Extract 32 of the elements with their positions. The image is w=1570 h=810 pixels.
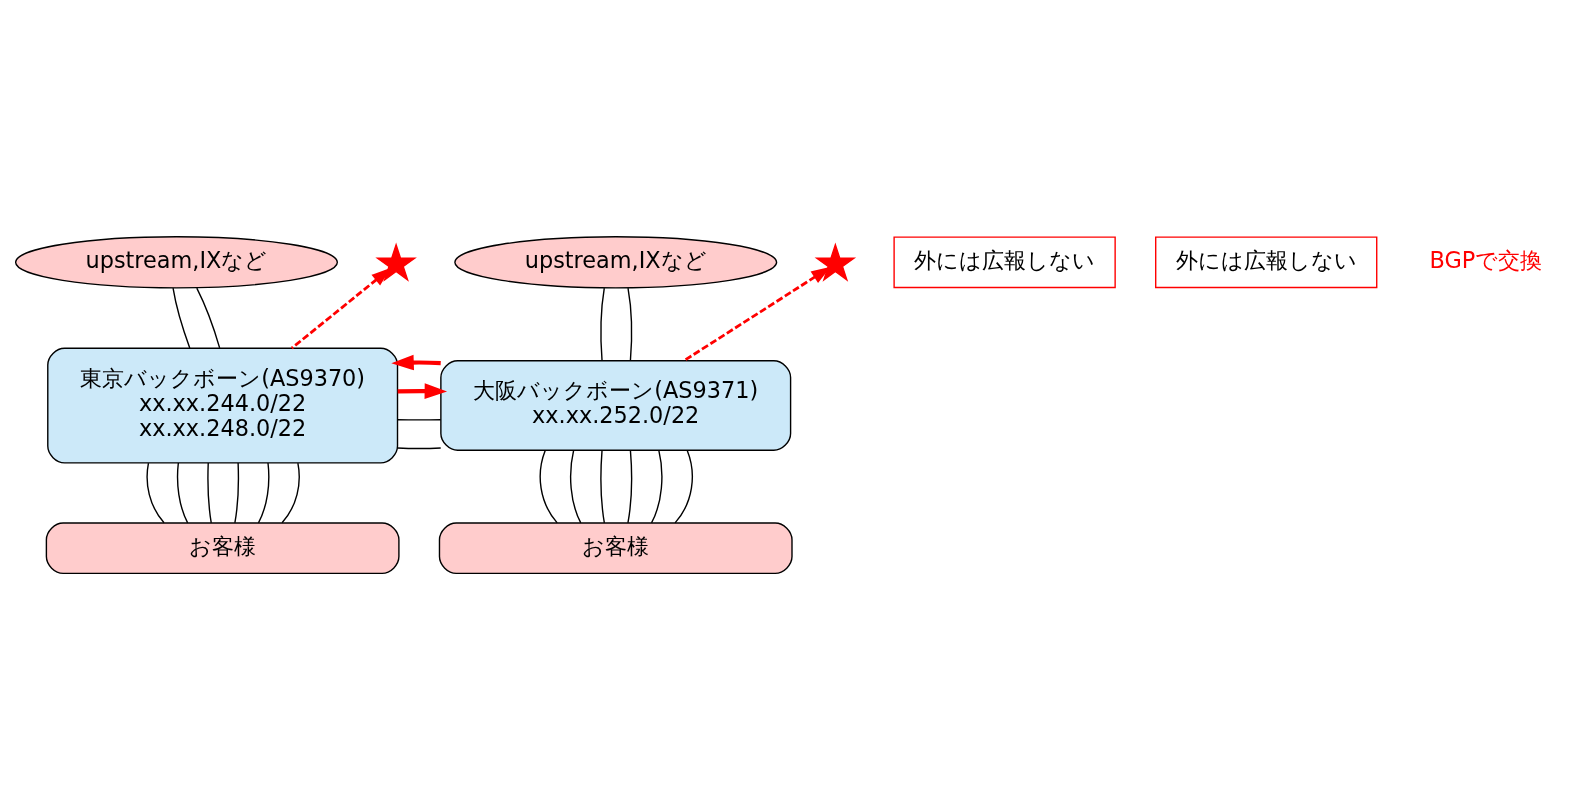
arrow	[391, 354, 441, 371]
connector	[146, 462, 165, 524]
connector	[207, 462, 212, 524]
connector	[397, 419, 442, 421]
node-cross	[375, 242, 417, 282]
connector	[257, 462, 270, 524]
connector	[172, 287, 191, 349]
connector	[234, 462, 240, 524]
connector	[650, 449, 663, 524]
node-ellipse: upstream,IXなど	[14, 236, 339, 289]
connector	[176, 462, 189, 524]
node-box: 外には広報しない	[893, 236, 1116, 289]
arrow	[683, 266, 831, 362]
node-box: お客様	[45, 522, 400, 575]
node-box: 東京バックボーン(AS9370) xx.xx.244.0/22 xx.xx.248.0/22	[47, 347, 399, 464]
label: BGPで交換	[1429, 246, 1543, 273]
node-box: 外には広報しない	[1155, 236, 1378, 289]
connector	[627, 287, 633, 362]
connector	[600, 287, 605, 362]
node-cross	[814, 242, 857, 282]
node-box: お客様	[438, 522, 793, 575]
connector	[397, 447, 442, 450]
connector	[627, 449, 633, 524]
arrow	[397, 383, 448, 400]
node-box: 大阪バックボーン(AS9371) xx.xx.252.0/22	[440, 360, 792, 451]
connector	[600, 449, 606, 524]
connector	[674, 449, 693, 524]
connector	[281, 462, 300, 524]
connector	[569, 449, 582, 524]
connector	[196, 287, 221, 349]
node-ellipse: upstream,IXなど	[454, 236, 778, 289]
connector	[539, 449, 558, 524]
